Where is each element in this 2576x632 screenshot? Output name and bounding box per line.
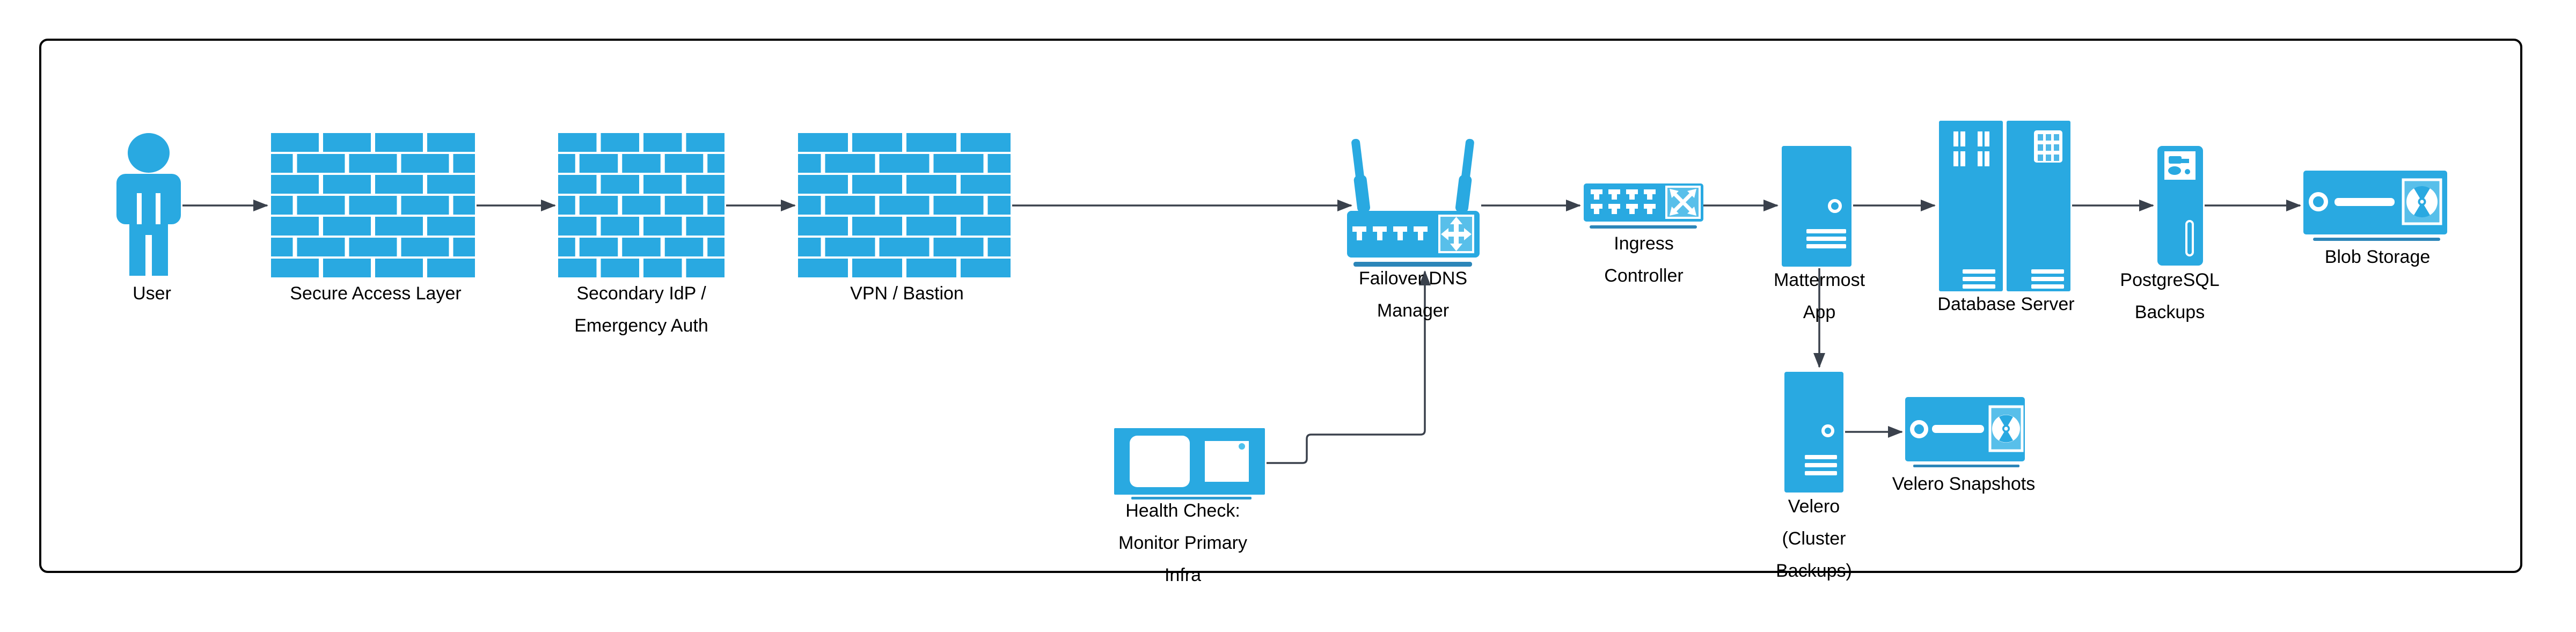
disk-storage-icon	[2303, 171, 2447, 241]
node-label-blob-storage: Blob Storage	[2324, 247, 2431, 267]
node-label-failover-dns-manager: Failover DNS Manager	[1358, 268, 1468, 321]
diagram-border	[39, 39, 2522, 573]
node-label-postgresql-backups: PostgreSQL Backups	[2120, 270, 2220, 322]
node-label-vpn-bastion: VPN / Bastion	[850, 283, 964, 304]
node-label-secondary-idp: Secondary IdP / Emergency Auth	[574, 283, 708, 336]
server-rack-icon	[1939, 121, 2070, 291]
node-label-ingress-controller: Ingress Controller	[1604, 233, 1684, 286]
person-icon	[116, 133, 181, 276]
firewall-icon	[558, 133, 724, 279]
node-label-database-server: Database Server	[1937, 294, 2075, 314]
tower-server-icon	[1784, 372, 1843, 493]
backup-server-icon	[2157, 146, 2203, 266]
firewall-icon	[271, 133, 475, 279]
node-label-mattermost-app: Mattermost App	[1773, 270, 1865, 322]
monitor-icon	[1114, 428, 1265, 499]
node-label-velero: Velero (Cluster Backups)	[1776, 496, 1852, 581]
tower-server-icon	[1782, 146, 1851, 267]
firewall-icon	[798, 133, 1011, 279]
node-label-velero-snapshots: Velero Snapshots	[1892, 474, 2036, 494]
node-label-health-check: Health Check: Monitor Primary Infra	[1118, 501, 1247, 585]
node-label-secure-access-layer: Secure Access Layer	[290, 283, 462, 304]
edge-health-check-to-failover-dns-manager	[1267, 270, 1431, 464]
network-switch-icon	[1584, 183, 1703, 229]
node-label-user: User	[133, 283, 171, 304]
wireless-router-icon	[1347, 138, 1480, 267]
disk-storage-icon	[1905, 397, 2025, 467]
